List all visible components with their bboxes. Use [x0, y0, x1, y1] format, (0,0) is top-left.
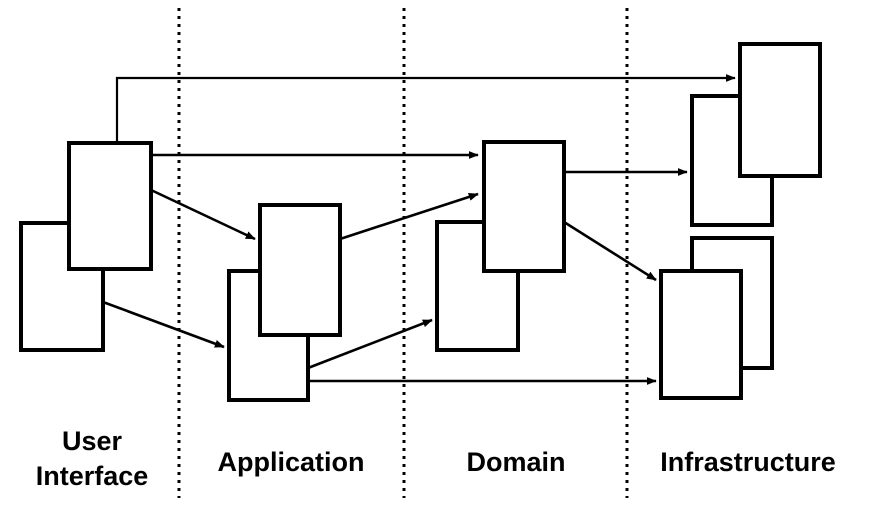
layer-label-user-interface-line2: Interface [36, 461, 149, 491]
connection-ui-back-to-app-back [102, 300, 225, 349]
component-infra-component-bottom-front[interactable] [659, 269, 743, 400]
component-app-component-front[interactable] [258, 203, 342, 337]
component-infra-component-top-back[interactable] [690, 94, 774, 227]
layer-label-application: Application [218, 447, 365, 477]
layer-label-infrastructure: Infrastructure [660, 447, 836, 477]
connection-ui-front-to-infra-top-front [115, 74, 736, 143]
connection-domain-front-to-infra-bottom-front [563, 220, 657, 282]
component-infra-component-top-front[interactable] [738, 42, 822, 178]
layer-label-user-interface-line1: User [62, 426, 123, 456]
component-ui-component-front[interactable] [67, 141, 153, 271]
layer-label-domain: Domain [466, 447, 565, 477]
component-domain-component-front[interactable] [482, 140, 566, 273]
connection-app-back-to-domain-back [307, 318, 433, 370]
connection-app-front-to-domain-front [339, 192, 479, 241]
layer-connections [102, 74, 736, 385]
layer-components [19, 42, 822, 402]
layer-dividers [177, 8, 629, 498]
connection-ui-front-to-app-front [150, 188, 256, 241]
